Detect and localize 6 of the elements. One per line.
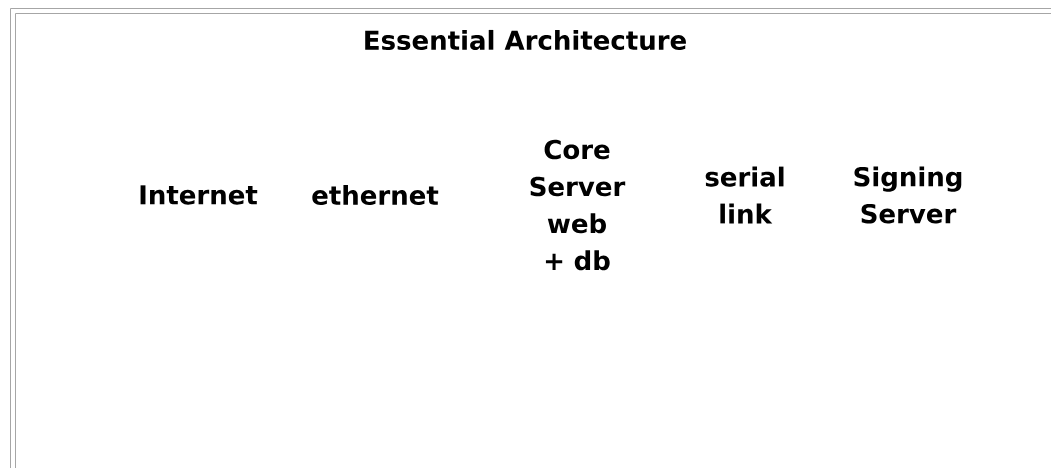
label-text: ethernet	[312, 184, 439, 206]
label-text: Signing Server	[854, 166, 962, 224]
label-text: Internet	[140, 185, 258, 205]
label-text: serial link	[705, 166, 784, 224]
title: Essential Architecture	[365, 29, 686, 51]
label-text: Core Server web + db	[530, 139, 626, 271]
